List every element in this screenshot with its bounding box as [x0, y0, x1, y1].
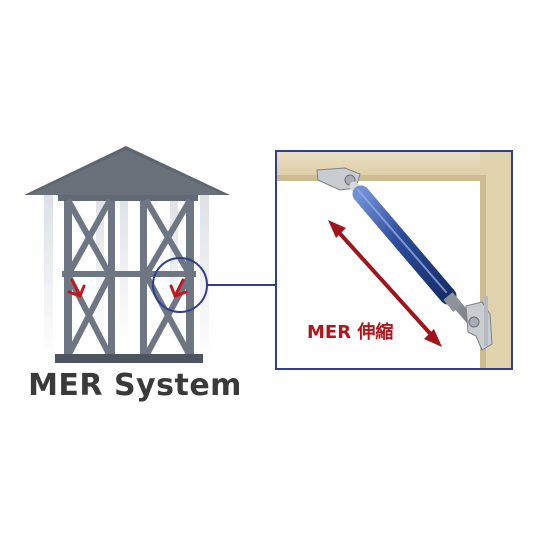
- ghost-posts: [44, 195, 209, 360]
- detail-panel: [275, 150, 513, 370]
- stretch-arrow: [328, 220, 442, 347]
- mid-beam: [62, 271, 196, 277]
- bottom-bracket: [465, 296, 493, 351]
- diagram-caption: MER System: [28, 368, 242, 403]
- base-sill: [55, 354, 203, 363]
- house-frame-illustration: [24, 146, 230, 363]
- damper-brackets: [67, 278, 188, 298]
- mer-damper: [349, 181, 477, 327]
- mer-stretch-label: MER 伸縮: [307, 322, 394, 343]
